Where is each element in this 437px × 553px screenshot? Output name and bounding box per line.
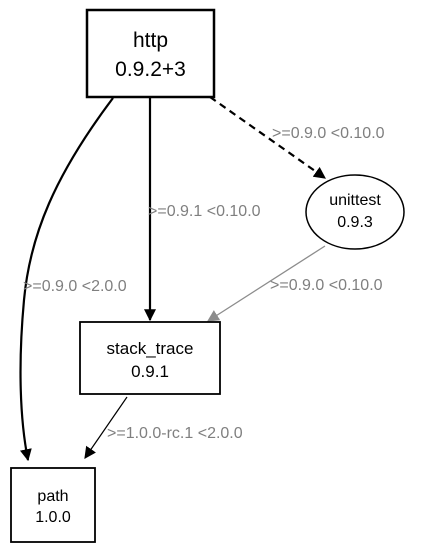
node-path: path 1.0.0 [10, 467, 96, 543]
node-ellipse [305, 174, 405, 250]
edge-http-to-stack-trace: >=0.9.1 <0.10.0 [144, 98, 261, 322]
node-version: 1.0.0 [35, 509, 71, 526]
edge-label: >=0.9.0 <2.0.0 [23, 278, 127, 295]
edge-stack-trace-to-path: >=1.0.0-rc.1 <2.0.0 [84, 396, 243, 459]
edge-http-to-path: >=0.9.0 <2.0.0 [19, 97, 127, 462]
edge-unittest-to-stack-trace: >=0.9.0 <0.10.0 [206, 245, 383, 322]
node-version: 0.9.1 [131, 362, 169, 381]
edge-http-to-unittest: >=0.9.0 <0.10.0 [209, 96, 385, 179]
node-name: stack_trace [107, 339, 194, 358]
edge-line [206, 245, 326, 322]
edge-label: >=0.9.1 <0.10.0 [148, 203, 261, 220]
edge-label: >=1.0.0-rc.1 <2.0.0 [107, 425, 243, 442]
edge-line [84, 396, 128, 459]
node-http: http 0.9.2+3 [85, 8, 216, 99]
node-name: http [133, 29, 168, 52]
node-box [85, 8, 216, 99]
node-box [79, 321, 221, 395]
node-box [10, 467, 96, 543]
node-name: path [37, 488, 68, 505]
edge-line [19, 97, 114, 462]
node-version: 0.9.2+3 [115, 58, 186, 81]
edge-label: >=0.9.0 <0.10.0 [270, 277, 383, 294]
edge-label: >=0.9.0 <0.10.0 [272, 125, 385, 142]
node-name: unittest [329, 192, 381, 209]
node-unittest: unittest 0.9.3 [305, 174, 405, 250]
node-version: 0.9.3 [337, 214, 373, 231]
node-stack-trace: stack_trace 0.9.1 [79, 321, 221, 395]
